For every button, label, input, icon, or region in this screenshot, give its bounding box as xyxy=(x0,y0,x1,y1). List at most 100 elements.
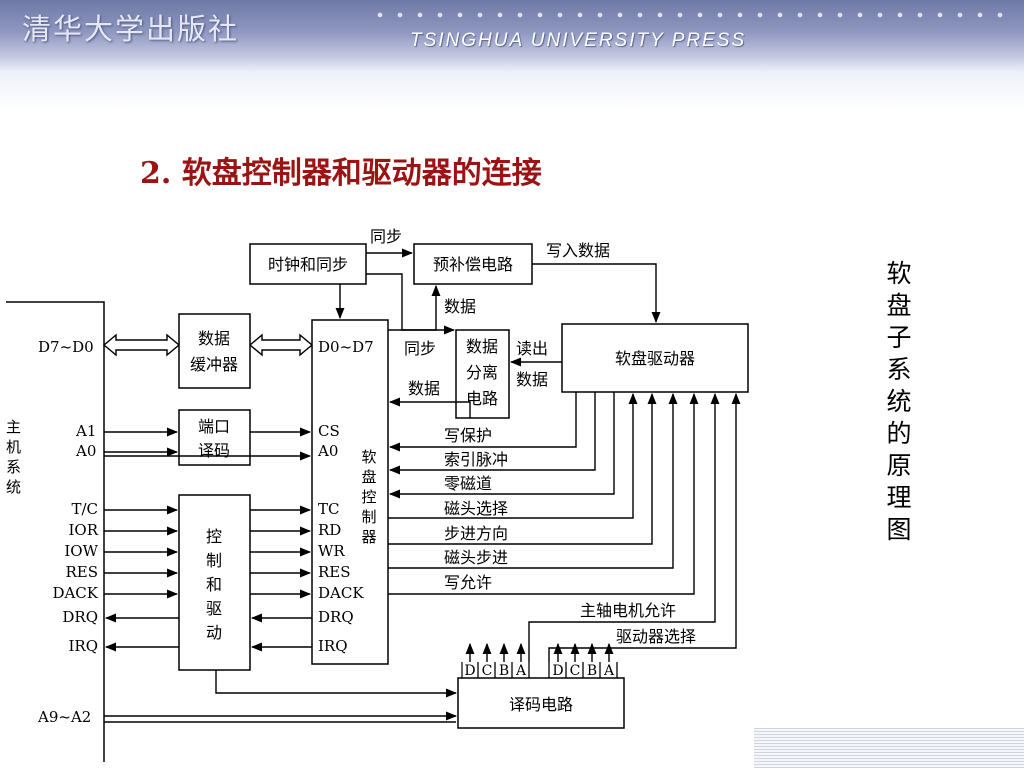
fdc-pin-label: TC xyxy=(318,500,339,518)
decoder-output-label: D xyxy=(552,663,563,679)
data-buffer-label: 数据 xyxy=(198,329,230,348)
port-decode-label: 译码 xyxy=(198,441,230,460)
sync-top-label: 同步 xyxy=(370,227,402,246)
fdc-data-bus-label: D0~D7 xyxy=(318,338,374,356)
host-connection-lines xyxy=(104,427,458,723)
clock-sync-label: 时钟和同步 xyxy=(268,255,348,274)
host-label-char: 统 xyxy=(6,478,21,496)
clock-sync-box: 时钟和同步 xyxy=(249,243,367,285)
header-dot-decoration xyxy=(370,10,1010,20)
decoder-box: 译码电路 D C B A D C B A xyxy=(457,662,625,729)
slide-title: 2. 软盘控制器和驱动器的连接 xyxy=(140,156,542,191)
floppy-drive-box: 软盘驱动器 xyxy=(561,323,749,393)
port-decode-box: 端口 译码 xyxy=(178,409,251,466)
drive-signal-label: 写保护 xyxy=(444,426,492,445)
fdc-pin-label: RES xyxy=(318,563,351,581)
data-separator-box: 数据 分离 电路 xyxy=(455,329,510,419)
control-drive-label: 和 xyxy=(206,575,222,594)
read-data-label: 数据 xyxy=(516,370,548,389)
drive-signal-label: 磁头步进 xyxy=(444,548,508,567)
host-data-bus-label: D7~D0 xyxy=(38,338,94,356)
side-title-char: 子 xyxy=(886,323,912,352)
data-bus-arrows xyxy=(102,333,314,357)
side-title-char: 盘 xyxy=(886,291,912,320)
publisher-name-chinese: 清华大学出版社 xyxy=(22,12,240,46)
data-buffer-label: 缓冲器 xyxy=(190,355,238,374)
drive-signal-label: 步进方向 xyxy=(444,524,508,543)
fdc-label-char: 器 xyxy=(361,528,376,546)
control-drive-box: 控 制 和 驱 动 xyxy=(178,494,251,671)
fdc-pin-label: DRQ xyxy=(318,608,354,626)
publisher-name-english: TSINGHUA UNIVERSITY PRESS xyxy=(410,30,747,51)
floppy-controller-box: D0~D7 CS A0 TC RD WR RES DACK DRQ IRQ 软 … xyxy=(311,319,389,665)
side-title-char: 软 xyxy=(886,259,912,288)
side-title: 软 盘 子 系 统 的 原 理 图 xyxy=(882,258,916,546)
host-label-char: 系 xyxy=(6,458,21,476)
timing-connections xyxy=(335,248,661,418)
fdc-label-char: 控 xyxy=(361,488,376,506)
control-drive-label: 控 xyxy=(206,527,222,546)
side-title-char: 的 xyxy=(886,419,912,448)
decoder-output-label: B xyxy=(499,663,509,679)
drive-signal-label: 磁头选择 xyxy=(444,499,508,518)
fdc-pin-label: IRQ xyxy=(318,637,348,655)
drive-signal-label: 索引脉冲 xyxy=(444,450,508,469)
drive-signal-label: 写允许 xyxy=(444,573,492,592)
decoder-output-label: C xyxy=(482,663,493,679)
side-title-char: 统 xyxy=(886,387,912,416)
data-to-precomp-label: 数据 xyxy=(444,297,476,316)
fdc-a0-label: A0 xyxy=(317,442,338,460)
drive-signal-lines xyxy=(388,392,741,662)
host-signal-label: IOR xyxy=(68,521,98,539)
fdc-pin-label: WR xyxy=(318,542,345,560)
fdc-cs-label: CS xyxy=(318,422,340,440)
port-decode-label: 端口 xyxy=(198,417,230,436)
side-title-char: 系 xyxy=(886,355,912,384)
decoder-label: 译码电路 xyxy=(509,695,573,714)
sync-separator-label: 同步 xyxy=(404,339,436,358)
host-signal-label: RES xyxy=(65,563,98,581)
floppy-drive-label: 软盘驱动器 xyxy=(615,349,695,368)
write-data-label: 写入数据 xyxy=(546,241,610,260)
host-label-char: 机 xyxy=(6,438,21,456)
host-signal-label: DRQ xyxy=(62,608,98,626)
fdc-pin-label: RD xyxy=(318,521,341,539)
host-signal-label: T/C xyxy=(71,500,98,518)
fdc-label-char: 盘 xyxy=(361,468,376,486)
read-data-label: 读出 xyxy=(516,339,548,358)
host-a0-label: A0 xyxy=(75,442,96,460)
fdc-pin-label: DACK xyxy=(318,584,364,602)
precompensation-label: 预补偿电路 xyxy=(433,255,513,274)
side-title-char: 图 xyxy=(886,515,912,544)
host-a1-label: A1 xyxy=(75,422,96,440)
drive-select-label: 驱动器选择 xyxy=(616,627,696,646)
host-high-address-label: A9~A2 xyxy=(37,708,91,726)
motor-enable-label: 主轴电机允许 xyxy=(580,601,676,620)
separator-label: 分离 xyxy=(466,363,498,382)
host-signal-label: IRQ xyxy=(68,637,98,655)
separator-label: 数据 xyxy=(466,337,498,356)
fdc-label-char: 制 xyxy=(361,508,376,526)
side-title-char: 理 xyxy=(886,483,912,512)
host-system-block: 主 机 系 统 D7~D0 A1 A0 T/C IOR IOW RES DACK… xyxy=(6,301,105,762)
host-signal-label: DACK xyxy=(52,584,98,602)
control-drive-label: 驱 xyxy=(206,599,222,618)
decoder-output-label: A xyxy=(515,663,527,679)
control-drive-label: 动 xyxy=(206,623,222,642)
host-signal-label: IOW xyxy=(64,542,98,560)
precompensation-box: 预补偿电路 xyxy=(413,243,533,285)
decoder-output-label: A xyxy=(603,663,615,679)
drive-signal-label: 零磁道 xyxy=(444,474,492,493)
fdc-label-char: 软 xyxy=(361,448,376,466)
decoder-output-label: C xyxy=(570,663,581,679)
header-fade xyxy=(0,72,1024,110)
data-buffer-box: 数据 缓冲器 xyxy=(178,313,251,389)
side-title-char: 原 xyxy=(886,451,912,480)
host-label-char: 主 xyxy=(6,418,21,436)
corner-stripe-decoration xyxy=(754,728,1024,768)
data-to-fdc-label: 数据 xyxy=(408,379,440,398)
separator-label: 电路 xyxy=(466,389,498,408)
decoder-output-label: D xyxy=(464,663,475,679)
control-drive-label: 制 xyxy=(206,551,222,570)
